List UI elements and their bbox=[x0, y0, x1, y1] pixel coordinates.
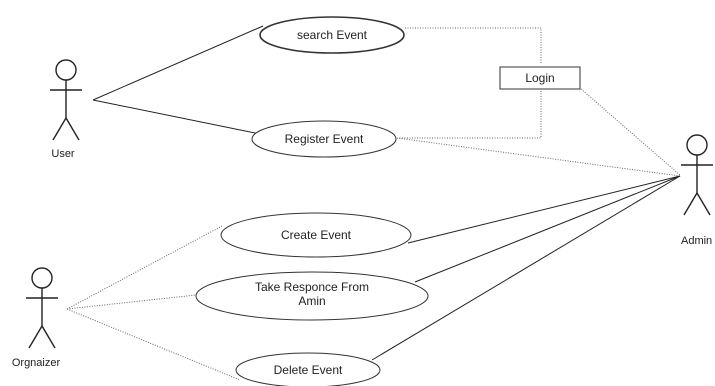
use-case-search-event-label: search Event bbox=[297, 28, 368, 42]
actor-admin-label: Admin bbox=[681, 235, 712, 247]
connections bbox=[66, 25, 681, 381]
connector-register-event-login bbox=[397, 90, 542, 139]
connector-admin-take-response bbox=[414, 175, 681, 283]
connector-login-admin bbox=[580, 88, 681, 176]
use-case-delete-event[interactable]: Delete Event bbox=[235, 352, 381, 386]
actor-organizer-label: Orgnaizer bbox=[12, 357, 61, 369]
actor-user-label: User bbox=[51, 148, 75, 160]
use-case-search-event[interactable]: search Event bbox=[259, 16, 405, 54]
connector-search-event-login bbox=[405, 27, 542, 64]
login-box-label: Login bbox=[525, 71, 554, 85]
connector-admin-delete-event bbox=[371, 175, 681, 361]
connector-user-search-event bbox=[92, 25, 264, 101]
stick-figure-icon bbox=[26, 267, 58, 349]
connector-organizer-delete-event bbox=[66, 308, 241, 381]
connector-admin-create-event bbox=[407, 175, 681, 244]
stick-figure-icon bbox=[681, 134, 713, 216]
actor-organizer[interactable]: Orgnaizer bbox=[12, 267, 61, 369]
connector-user-register-event bbox=[92, 99, 261, 135]
use-case-register-event[interactable]: Register Event bbox=[251, 120, 397, 158]
connector-admin-register-event bbox=[396, 137, 681, 177]
login-box[interactable]: Login bbox=[499, 66, 581, 90]
use-case-register-event-label: Register Event bbox=[285, 132, 364, 146]
use-case-take-response-line1: Take Responce From bbox=[255, 280, 369, 294]
use-case-create-event-label: Create Event bbox=[281, 228, 352, 242]
actor-admin[interactable]: Admin bbox=[681, 134, 713, 247]
use-case-take-response-line2: Amin bbox=[298, 294, 325, 308]
stick-figure-icon bbox=[50, 59, 82, 141]
use-case-delete-event-label: Delete Event bbox=[274, 363, 343, 377]
actor-user[interactable]: User bbox=[50, 59, 82, 160]
use-case-create-event[interactable]: Create Event bbox=[220, 212, 412, 258]
use-case-take-response[interactable]: Take Responce From Amin bbox=[195, 271, 429, 321]
connector-organizer-take-response bbox=[66, 294, 197, 310]
connector-organizer-create-event bbox=[66, 225, 223, 310]
